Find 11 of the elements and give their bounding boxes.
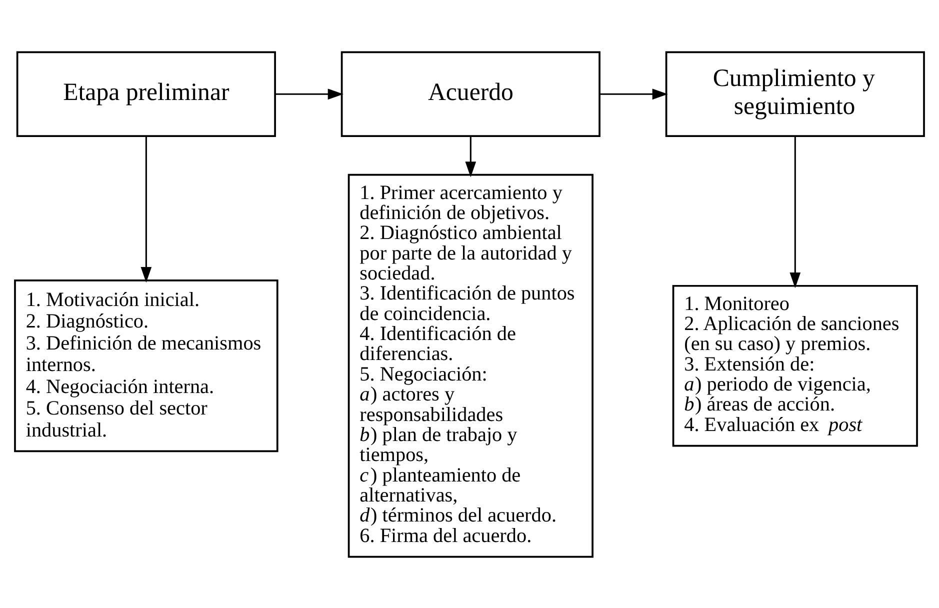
node-box: 1. Monitoreo 2. Aplicación de sanciones (en su caso) y premios. 3. Extensión de: a) periodo de vigencia, b) áreas de acción. 4. Evaluación ex post (672, 284, 918, 446)
node-box: Etapa preliminar (16, 50, 276, 136)
arrow (465, 136, 476, 177)
node-box: 1. Motivación inicial. 2. Diagnóstico. 3. Definición de mecanismos internos. 4. Negociación interna. 5. Consenso del sector industrial. (14, 279, 278, 452)
node-box: Acuerdo (340, 50, 600, 136)
arrow (275, 88, 344, 100)
arrow (600, 88, 668, 100)
arrow (140, 136, 152, 282)
arrow (790, 136, 801, 288)
node-box: Cumplimiento y seguimiento (665, 50, 925, 136)
node-box: 1. Primer acercamiento y definición de objetivos. 2. Diagnóstico ambiental por parte de la autoridad y sociedad. 3. Identificación de puntos de coincidencia. 4. Identificación de diferencias. 5. Negociación: a) actores y responsabilidades b) plan de trabajo y tiempos, c) planteamiento de alternativas, d) términos del acuerdo. 6. Firma del acuerdo. (348, 173, 594, 558)
